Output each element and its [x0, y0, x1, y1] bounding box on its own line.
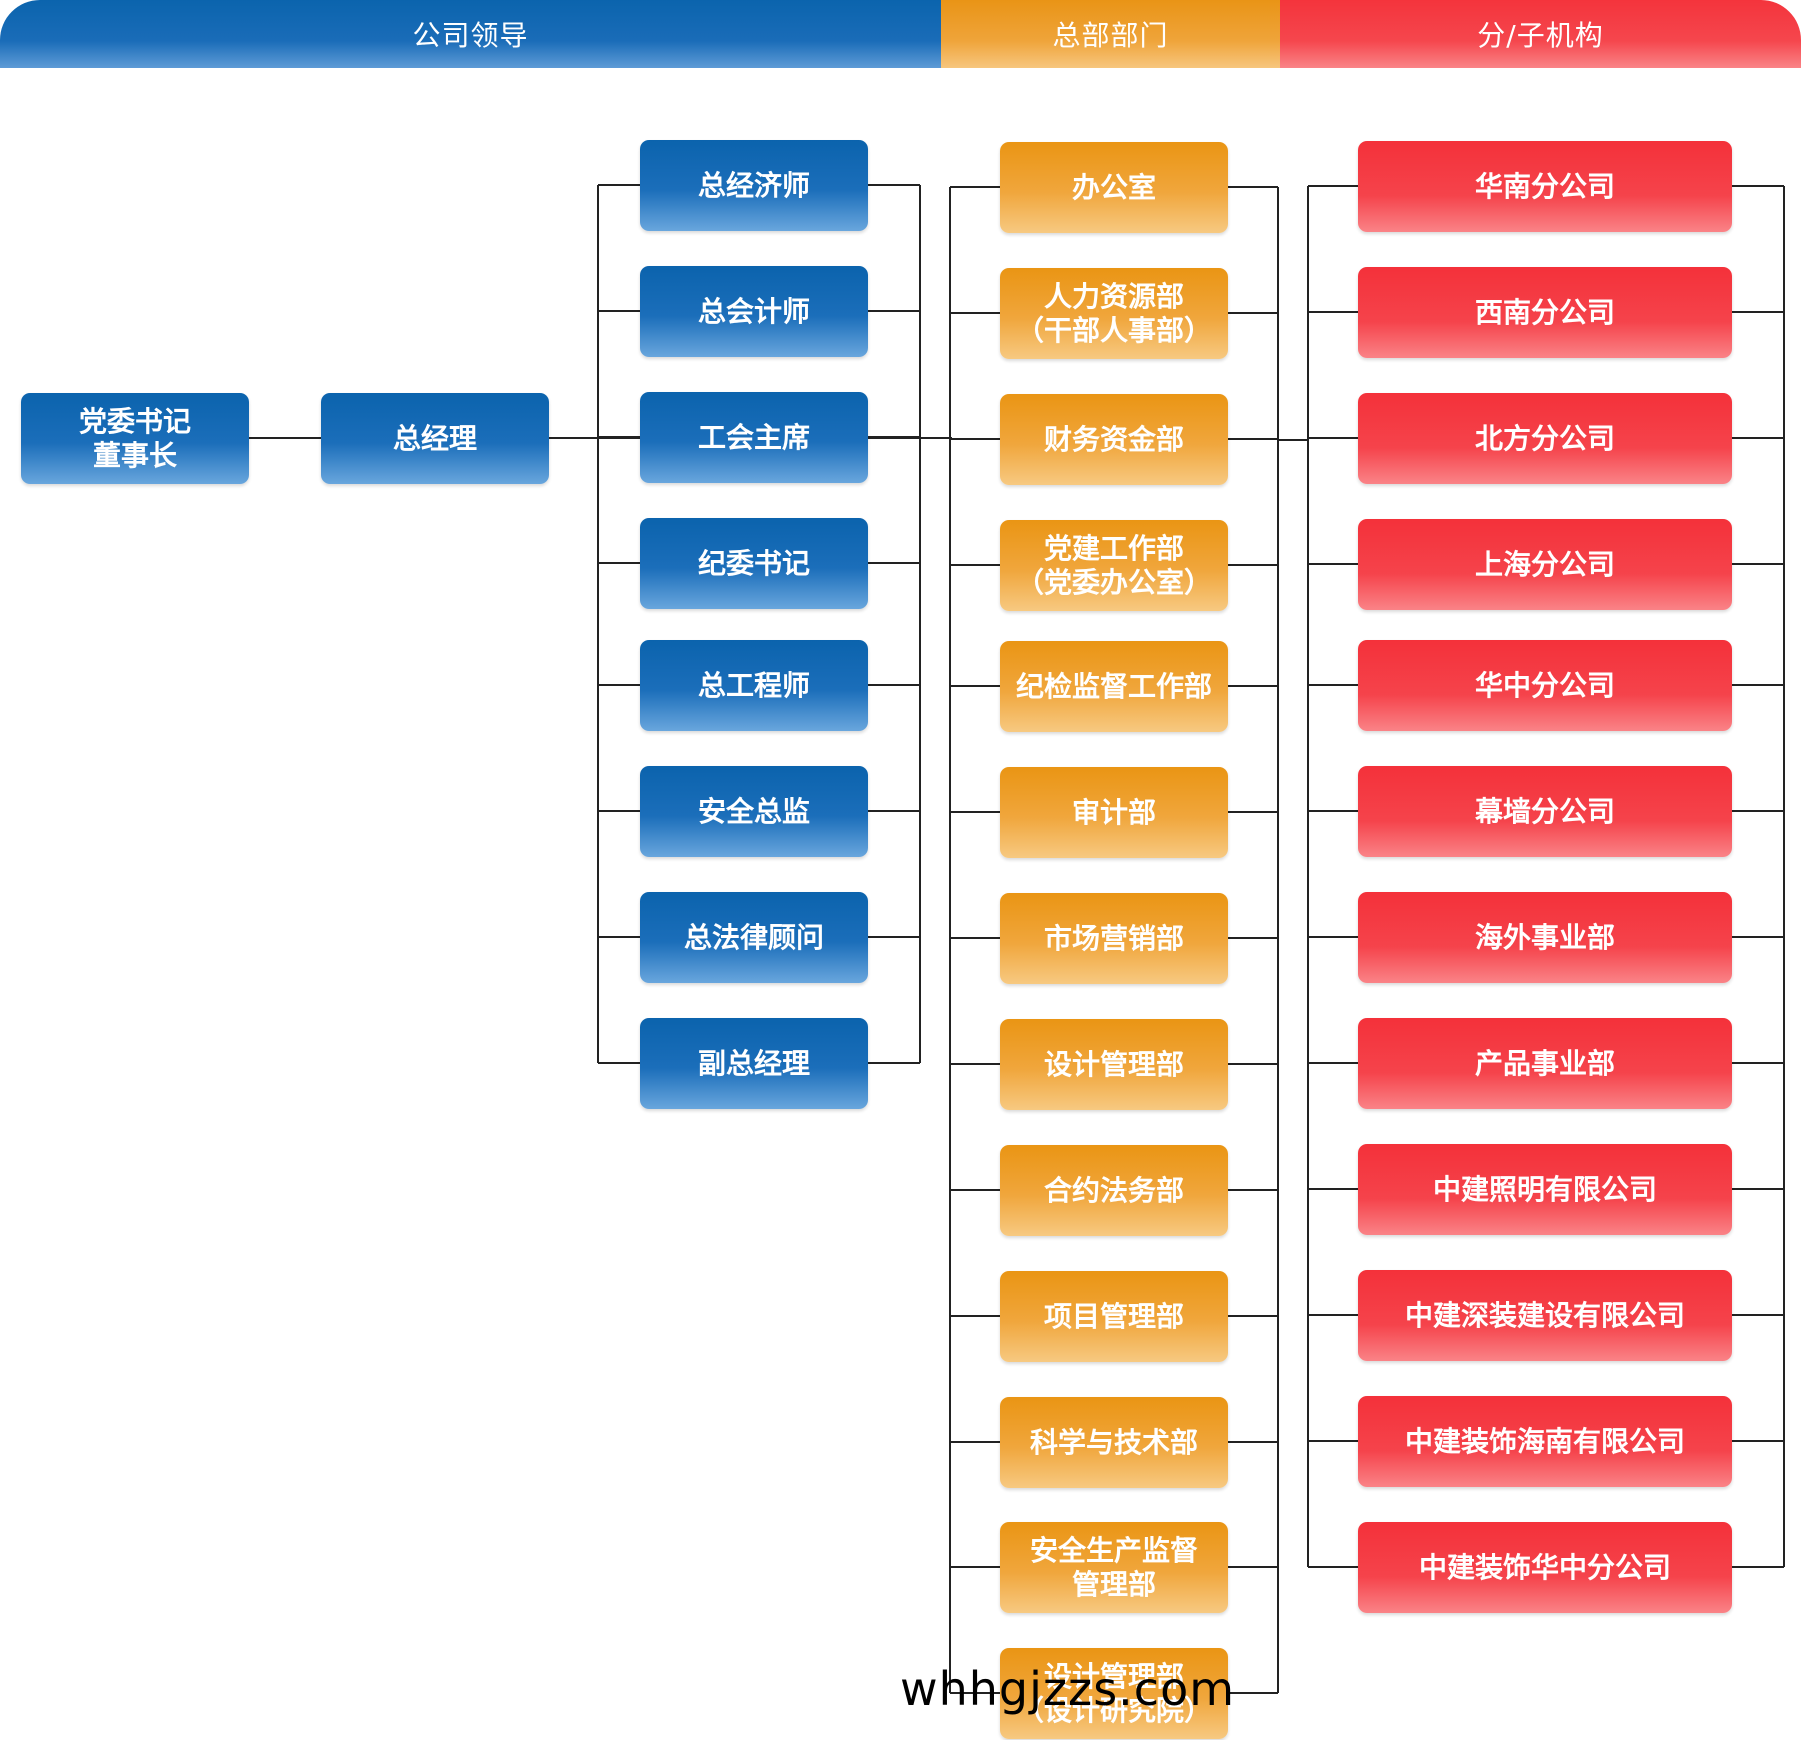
department-label-line1: 办公室: [1071, 170, 1156, 204]
department-label-line1: 项目管理部: [1043, 1299, 1184, 1333]
department-label-line2: 管理部: [1071, 1567, 1156, 1601]
leader-box: 副总经理: [640, 1018, 868, 1109]
department-box: 项目管理部: [1000, 1271, 1228, 1362]
general-manager-label: 总经理: [392, 421, 477, 455]
header-branches: 分/子机构: [1280, 0, 1801, 68]
department-label-line1: 科学与技术部: [1029, 1425, 1198, 1459]
branch-box: 西南分公司: [1358, 267, 1732, 358]
header-leadership: 公司领导: [0, 0, 941, 68]
department-label-line2: （设计研究院）: [1015, 1693, 1212, 1727]
department-box: 办公室: [1000, 142, 1228, 233]
department-label-line1: 设计管理部: [1043, 1659, 1184, 1693]
leader-label: 总工程师: [697, 668, 810, 702]
branch-label: 上海分公司: [1474, 547, 1615, 581]
department-box: 合约法务部: [1000, 1145, 1228, 1236]
department-label-line2: （党委办公室）: [1015, 565, 1212, 599]
leader-label: 纪委书记: [697, 546, 810, 580]
department-box: 市场营销部: [1000, 893, 1228, 984]
branch-box: 华中分公司: [1358, 640, 1732, 731]
department-box: 审计部: [1000, 767, 1228, 858]
leader-box: 工会主席: [640, 392, 868, 483]
branch-box: 产品事业部: [1358, 1018, 1732, 1109]
department-box: 安全生产监督管理部: [1000, 1522, 1228, 1613]
branch-label: 西南分公司: [1474, 295, 1615, 329]
branch-label: 幕墙分公司: [1474, 794, 1615, 828]
leader-label: 副总经理: [697, 1046, 810, 1080]
department-label-line1: 安全生产监督: [1029, 1533, 1198, 1567]
leader-label: 安全总监: [697, 794, 810, 828]
branch-label: 中建装饰海南有限公司: [1404, 1424, 1685, 1458]
department-box: 纪检监督工作部: [1000, 641, 1228, 732]
department-box: 党建工作部（党委办公室）: [1000, 520, 1228, 611]
branch-label: 华南分公司: [1474, 169, 1615, 203]
leader-label: 总会计师: [697, 294, 810, 328]
general-manager-box: 总经理: [321, 393, 549, 484]
chairman-box: 党委书记 董事长: [21, 393, 249, 484]
department-box: 财务资金部: [1000, 394, 1228, 485]
branch-box: 华南分公司: [1358, 141, 1732, 232]
department-box: 设计管理部: [1000, 1019, 1228, 1110]
department-label-line1: 党建工作部: [1043, 531, 1184, 565]
department-label-line1: 设计管理部: [1043, 1047, 1184, 1081]
branch-label: 海外事业部: [1474, 920, 1615, 954]
column-header-bar: 公司领导 总部部门 分/子机构: [0, 0, 1801, 68]
chairman-title-1: 党委书记: [78, 404, 191, 438]
department-box: 设计管理部（设计研究院）: [1000, 1648, 1228, 1739]
branch-label: 中建深装建设有限公司: [1404, 1298, 1685, 1332]
branch-box: 海外事业部: [1358, 892, 1732, 983]
leader-label: 总经济师: [697, 168, 810, 202]
department-label-line2: （干部人事部）: [1015, 313, 1212, 347]
branch-box: 中建装饰海南有限公司: [1358, 1396, 1732, 1487]
leader-box: 总工程师: [640, 640, 868, 731]
leader-box: 安全总监: [640, 766, 868, 857]
department-label-line1: 市场营销部: [1043, 921, 1184, 955]
branch-box: 中建装饰华中分公司: [1358, 1522, 1732, 1613]
department-label-line1: 人力资源部: [1043, 279, 1184, 313]
leader-box: 总会计师: [640, 266, 868, 357]
branch-label: 北方分公司: [1474, 421, 1615, 455]
watermark-text: whhgjzzs.com: [900, 1662, 1236, 1716]
department-box: 人力资源部（干部人事部）: [1000, 268, 1228, 359]
branch-label: 产品事业部: [1474, 1046, 1615, 1080]
branch-box: 幕墙分公司: [1358, 766, 1732, 857]
leader-label: 工会主席: [697, 420, 810, 454]
department-box: 科学与技术部: [1000, 1397, 1228, 1488]
department-label-line1: 审计部: [1071, 795, 1156, 829]
department-label-line1: 财务资金部: [1043, 422, 1184, 456]
branch-box: 中建深装建设有限公司: [1358, 1270, 1732, 1361]
department-label-line1: 合约法务部: [1043, 1173, 1184, 1207]
leader-box: 总法律顾问: [640, 892, 868, 983]
branch-box: 上海分公司: [1358, 519, 1732, 610]
leader-box: 纪委书记: [640, 518, 868, 609]
chairman-title-2: 董事长: [92, 438, 177, 472]
branch-label: 中建照明有限公司: [1432, 1172, 1657, 1206]
department-label-line1: 纪检监督工作部: [1015, 669, 1212, 703]
leader-box: 总经济师: [640, 140, 868, 231]
branch-box: 中建照明有限公司: [1358, 1144, 1732, 1235]
branch-label: 华中分公司: [1474, 668, 1615, 702]
header-hq-departments: 总部部门: [941, 0, 1280, 68]
branch-label: 中建装饰华中分公司: [1418, 1550, 1671, 1584]
leader-label: 总法律顾问: [683, 920, 824, 954]
branch-box: 北方分公司: [1358, 393, 1732, 484]
